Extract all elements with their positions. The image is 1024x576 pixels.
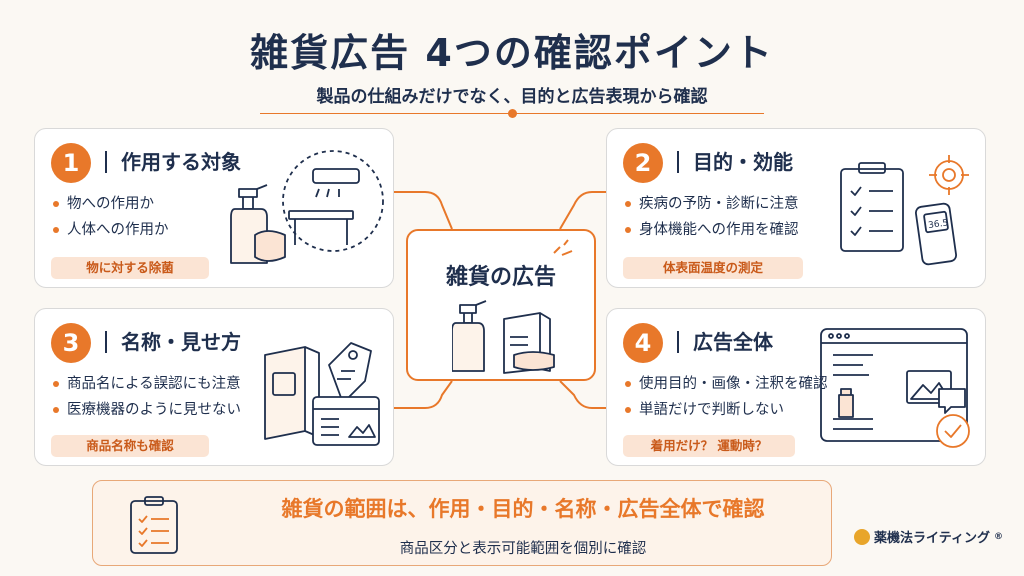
summary-sub: 商品区分と表示可能範囲を個別に確認 — [399, 541, 647, 557]
example-tag: 着用だけ？ 運動時？ — [623, 435, 795, 457]
bullet-list: 商品名による誤認にも注意 医療機器のように見せない — [53, 371, 241, 423]
example-tag: 商品名称も確認 — [51, 435, 209, 457]
subtitle-divider-dot — [508, 109, 517, 118]
bullet-item: 疾病の予防・診断に注意 — [625, 191, 799, 217]
browser-ad-check-icon — [820, 328, 970, 448]
bullet-list: 使用目的・画像・注釈を確認 単語だけで判断しない — [625, 371, 828, 423]
card-number: 2 — [623, 143, 663, 183]
card-title: 広告全体 — [677, 331, 773, 353]
center-hub: 雑貨の広告 — [406, 229, 596, 381]
card-naming: 3 名称・見せ方 商品名による誤認にも注意 医療機器のように見せない 商品名称も… — [34, 308, 394, 466]
connector-1 — [394, 191, 453, 230]
connector-4 — [559, 380, 606, 409]
center-title: 雑貨の広告 — [445, 265, 556, 290]
card-number: 4 — [623, 323, 663, 363]
card-title: 目的・効能 — [677, 151, 793, 173]
connector-3 — [394, 380, 453, 409]
card-purpose: 2 目的・効能 疾病の予防・診断に注意 身体機能への作用を確認 体表面温度の測定… — [606, 128, 986, 288]
summary-main: 雑貨の範囲は、作用・目的・名称・広告全体で確認 — [281, 497, 765, 521]
card-whole-ad: 4 広告全体 使用目的・画像・注釈を確認 単語だけで判断しない 着用だけ？ 運動… — [606, 308, 986, 466]
bullet-item: 人体への作用か — [53, 217, 169, 243]
connector-2 — [559, 191, 606, 230]
brand-name: 薬機法ライティング — [874, 531, 990, 546]
bullet-item: 使用目的・画像・注釈を確認 — [625, 371, 828, 397]
example-tag: 物に対する除菌 — [51, 257, 209, 279]
spray-box-cloth-icon — [452, 300, 555, 374]
brand-icon — [854, 528, 870, 545]
clipboard-checklist-icon — [130, 496, 178, 554]
summary-box: 雑貨の範囲は、作用・目的・名称・広告全体で確認 商品区分と表示可能範囲を個別に確… — [92, 480, 832, 566]
card-target: 1 作用する対象 物への作用か 人体への作用か 物に対する除菌 — [34, 128, 394, 288]
page-subtitle: 製品の仕組みだけでなく、目的と広告表現から確認 — [316, 87, 708, 107]
spray-cloth-table-ac-icon — [230, 150, 384, 264]
card-number: 3 — [51, 323, 91, 363]
bullet-list: 物への作用か 人体への作用か — [53, 191, 169, 243]
box-tag-window-icon — [264, 342, 380, 446]
bullet-item: 身体機能への作用を確認 — [625, 217, 799, 243]
page-title: 雑貨広告 4つの確認ポイント — [250, 31, 774, 75]
registered-mark: ® — [993, 531, 1003, 542]
checklist-thermometer-icon: 36.5 — [840, 155, 969, 266]
bullet-item: 単語だけで判断しない — [625, 397, 828, 423]
example-tag: 体表面温度の測定 — [623, 257, 803, 279]
bullet-list: 疾病の予防・診断に注意 身体機能への作用を確認 — [625, 191, 799, 243]
sparkle-icon — [553, 239, 573, 256]
card-number: 1 — [51, 143, 91, 183]
bullet-item: 商品名による誤認にも注意 — [53, 371, 241, 397]
card-title: 作用する対象 — [105, 151, 241, 173]
card-title: 名称・見せ方 — [105, 331, 241, 353]
thermometer-reading: 36.5 — [928, 218, 949, 231]
bullet-item: 物への作用か — [53, 191, 169, 217]
bullet-item: 医療機器のように見せない — [53, 397, 241, 423]
brand-logo: 薬機法ライティング ® — [854, 527, 1003, 546]
